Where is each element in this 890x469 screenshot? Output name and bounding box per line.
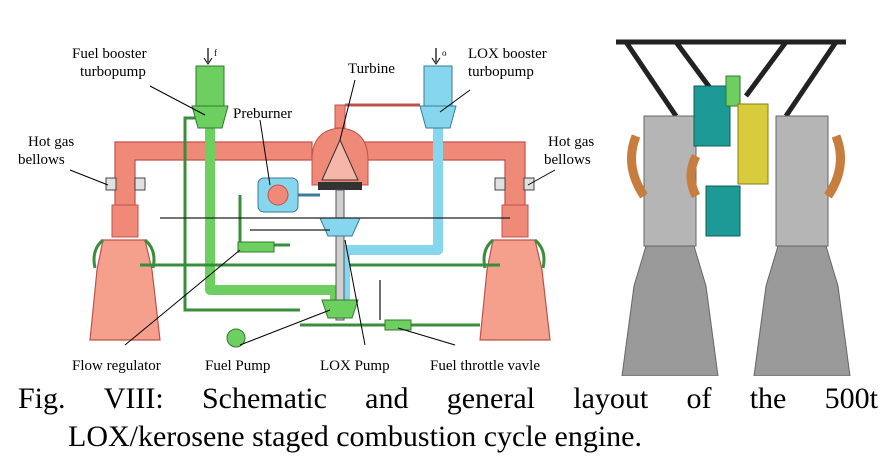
fuel-throttle-valve-icon bbox=[384, 319, 412, 331]
caption-line-2: LOX/kerosene staged combustion cycle eng… bbox=[68, 420, 642, 453]
caption-word: VIII: bbox=[103, 382, 164, 415]
fuel-inlet-mark: f bbox=[214, 48, 217, 58]
label-fuel-booster-1: Fuel booster bbox=[72, 46, 147, 62]
caption-word: and bbox=[365, 382, 409, 415]
engine-truss bbox=[616, 39, 846, 118]
engine-schematic: f o Fuel booster turbopump Turbine LOX b… bbox=[18, 46, 594, 374]
preburner-icon bbox=[257, 177, 320, 213]
label-hot-gas-right-1: Hot gas bbox=[548, 134, 594, 150]
caption-word: 500t bbox=[824, 382, 878, 415]
caption-word: Schematic bbox=[201, 382, 327, 415]
fuel-inlet-arrow-icon bbox=[203, 48, 213, 65]
label-lox-booster-1: LOX booster bbox=[468, 46, 547, 62]
copper-pipes bbox=[627, 134, 845, 199]
label-lox-booster-2: turbopump bbox=[468, 64, 534, 80]
flow-regulator-icon bbox=[237, 241, 275, 253]
lox-lines bbox=[340, 115, 443, 310]
control-lines bbox=[160, 217, 510, 320]
label-hot-gas-right-2: bellows bbox=[544, 152, 591, 168]
caption-word: of bbox=[686, 382, 712, 415]
label-fuel-throttle: Fuel throttle vavle bbox=[430, 358, 540, 374]
label-preburner: Preburner bbox=[233, 106, 292, 122]
label-fuel-booster-2: turbopump bbox=[80, 64, 146, 80]
right-engine-chamber bbox=[753, 115, 851, 376]
main-turbopump-shaft bbox=[319, 189, 361, 321]
label-fuel-pump: Fuel Pump bbox=[205, 358, 270, 374]
fuel-booster-turbopump bbox=[191, 65, 229, 129]
label-turbine: Turbine bbox=[348, 61, 395, 77]
label-hot-gas-left-2: bellows bbox=[18, 152, 65, 168]
caption-word: Fig. bbox=[18, 382, 66, 415]
right-thrust-chamber bbox=[479, 204, 551, 341]
label-hot-gas-left-1: Hot gas bbox=[28, 134, 74, 150]
central-turbopump bbox=[693, 75, 769, 237]
label-flow-regulator: Flow regulator bbox=[72, 358, 161, 374]
fuel-pump-icon bbox=[226, 328, 246, 348]
lox-inlet-arrow-icon bbox=[431, 48, 441, 65]
caption-word: layout bbox=[573, 382, 649, 415]
left-engine-chamber bbox=[621, 115, 719, 376]
engine-3d-render bbox=[616, 39, 851, 376]
caption-line-1: Fig. VIII: Schematic and general layout … bbox=[18, 380, 878, 418]
figure-caption: Fig. VIII: Schematic and general layout … bbox=[18, 380, 878, 456]
label-lox-pump: LOX Pump bbox=[320, 358, 390, 374]
lox-booster-turbopump bbox=[419, 65, 457, 129]
lox-inlet-mark: o bbox=[442, 48, 447, 58]
caption-word: general bbox=[446, 382, 536, 415]
leader-lines bbox=[69, 79, 556, 346]
caption-word: the bbox=[749, 382, 787, 415]
turbine-icon bbox=[311, 103, 420, 190]
left-thrust-chamber bbox=[89, 204, 161, 341]
